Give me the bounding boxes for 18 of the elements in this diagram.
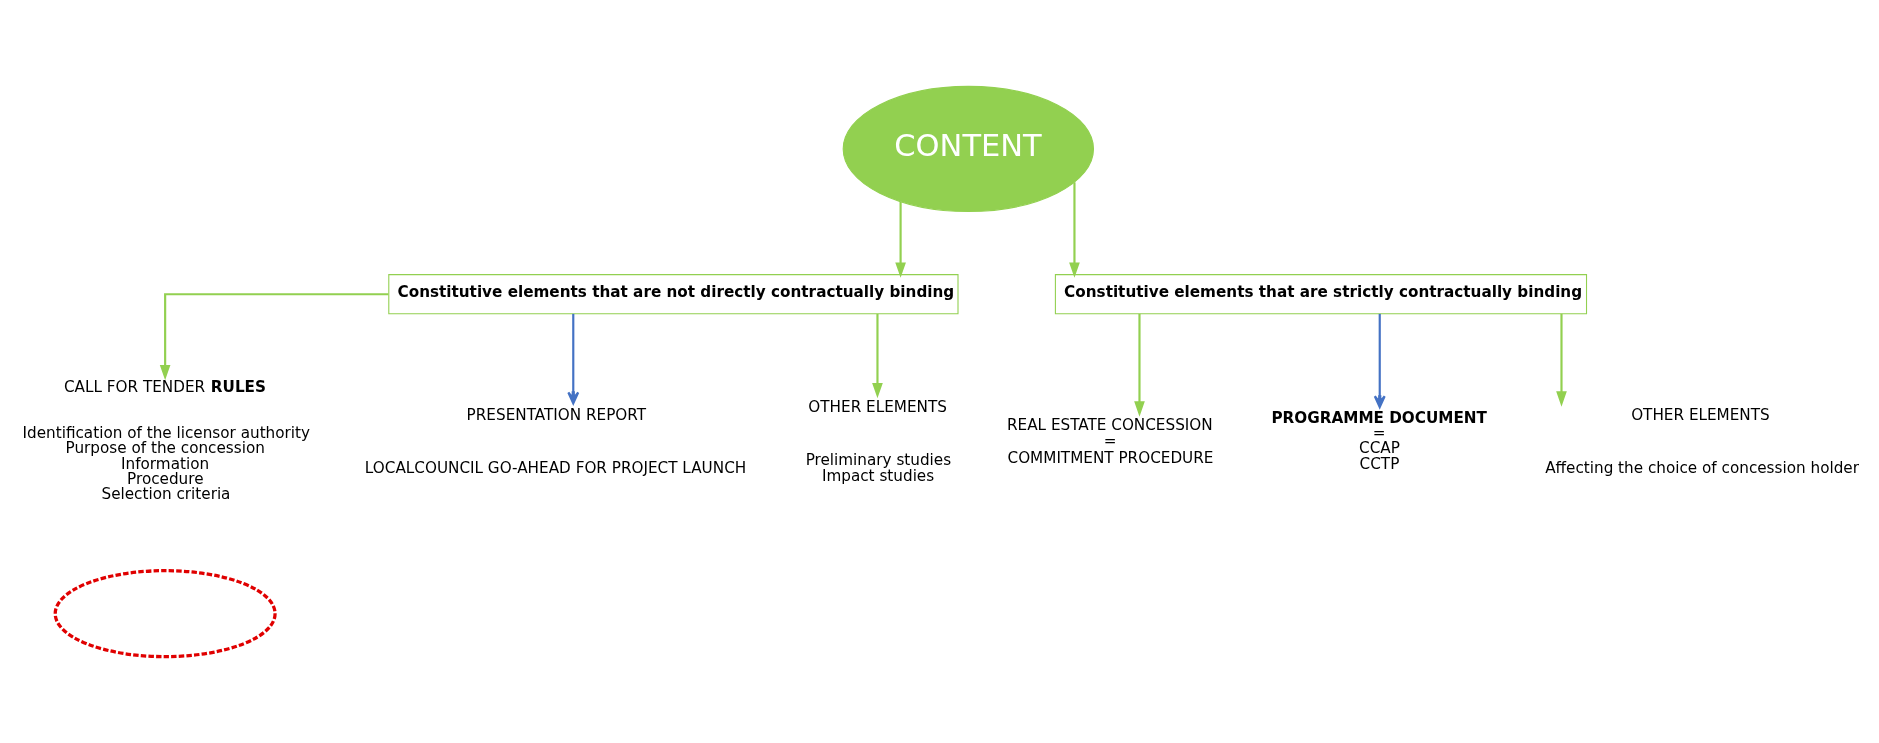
arrow (159, 293, 389, 381)
arrow (895, 201, 906, 278)
node-box: Constitutive elements that are strictly contractually binding (1054, 274, 1588, 315)
arrow (1069, 182, 1080, 278)
node-text: REAL ESTATE CONCESSION = COMMITMENT PROCEDURE (1006, 415, 1214, 467)
node-text: CALL FOR TENDER RULES Identification of the licensor authority Purpose of the concession Information Procedure Selection criteria (22, 378, 311, 504)
node-text: OTHER ELEMENTS Affecting the choice of concession holder (1545, 405, 1859, 477)
node-ellipse: CONTENT (842, 85, 1095, 213)
arrow (872, 313, 883, 399)
arrow (1556, 313, 1567, 407)
node-text: PROGRAMME DOCUMENT = CCAP CCTP (1271, 408, 1487, 473)
node-text: PRESENTATION REPORT LOCALCOUNCIL GO-AHEAD FOR PROJECT LAUNCH (364, 405, 747, 477)
node-box: Constitutive elements that are not directly contractually binding (388, 274, 959, 315)
node-ellipse (53, 569, 277, 659)
node-text: OTHER ELEMENTS Preliminary studies Impact studies (805, 397, 952, 485)
arrow (1134, 313, 1145, 417)
arrow (567, 313, 580, 405)
arrow (1373, 313, 1386, 409)
